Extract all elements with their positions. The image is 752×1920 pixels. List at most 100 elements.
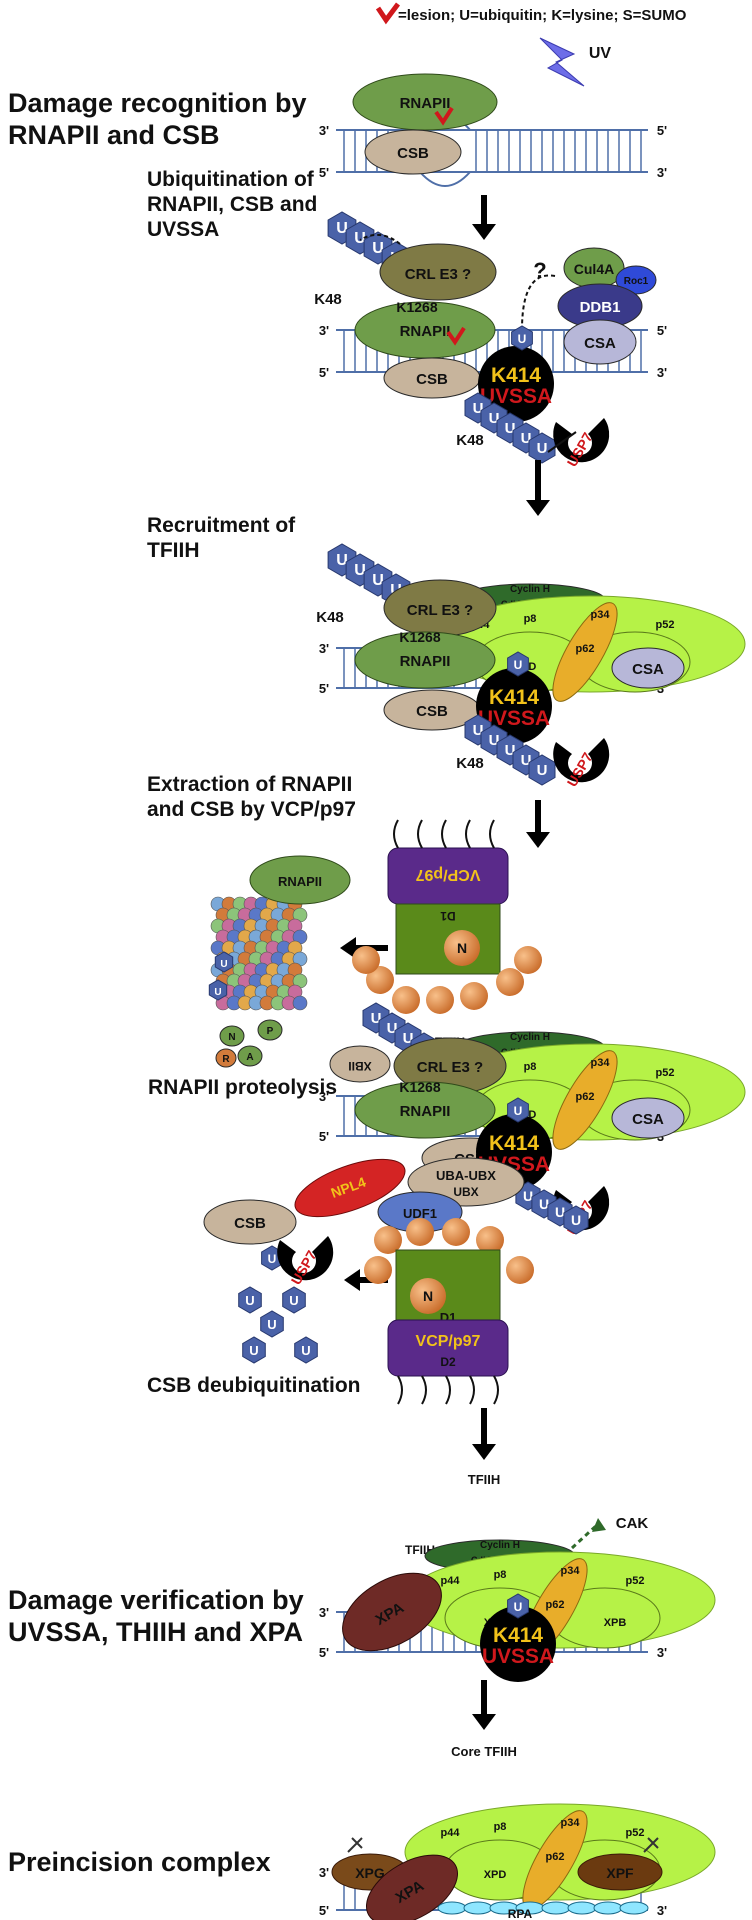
dna2-3prime-right: 3' [657, 365, 667, 380]
k48-3-label: K48 [316, 609, 344, 626]
vcp-top-tail [441, 819, 447, 849]
ubiquitin-label: U [571, 1212, 581, 1228]
dna2-5prime-right: 5' [657, 323, 667, 338]
rnapii-4 [354, 1081, 496, 1139]
ubiquitin-label: U [505, 420, 516, 437]
rpa-subunit [541, 1901, 571, 1915]
csb-released-label: CSB [234, 1215, 266, 1232]
peptide-a-label: A [246, 1052, 253, 1063]
stage3-p8-label: p8 [524, 613, 537, 625]
ubiquitin-label: U [473, 400, 484, 417]
dna1-bubble-bottom [419, 171, 471, 187]
vcp-bottom-tail [397, 1375, 403, 1405]
cak-release-arrow-head [592, 1518, 606, 1532]
dna2-3prime-left: 3' [319, 323, 329, 338]
lesion-1-icon [434, 106, 454, 126]
xpa-7 [342, 1572, 442, 1652]
stage2-uvssa [478, 346, 554, 422]
vcp-bottom-label: VCP/p97 [416, 1333, 481, 1350]
arrow-2-head [526, 500, 550, 516]
ubiquitin-label: U [489, 732, 500, 749]
ubiquitin-label: U [245, 1293, 254, 1308]
uba-ubx-label: UBA-UBX [436, 1168, 496, 1183]
peptide-n-label: N [228, 1032, 235, 1043]
cak-label: CAK [616, 1515, 649, 1532]
dna7-5prime-left: 5' [319, 1645, 329, 1660]
stage8-xpd-label: XPD [484, 1869, 507, 1881]
ubiquitin-label: U [523, 1188, 533, 1204]
vcp-bottom-n-domain [410, 1278, 446, 1314]
vcp-bottom-tail [445, 1375, 451, 1405]
stage8-p52-label: p52 [626, 1827, 645, 1839]
rnapii-degraded [249, 855, 351, 905]
arrow-1-head [472, 224, 496, 240]
vcp-n-domain-ball [392, 986, 420, 1014]
ubiquitin-free-5 [260, 1310, 284, 1338]
arrow-3-head [526, 832, 550, 848]
stage3-p62 [552, 602, 618, 702]
rnapii-3 [354, 631, 496, 689]
stage7-p34-label: p34 [561, 1565, 581, 1577]
rpa-subunit [593, 1901, 623, 1915]
vcp-top-tail [417, 819, 423, 849]
dna3-5prime-left: 5' [319, 681, 329, 696]
vcp-n-domain-ball [496, 968, 524, 996]
csa-2-label: CSA [584, 335, 616, 352]
ubiquitin-label: U [372, 572, 384, 589]
stage4-k414: K414 [489, 1132, 539, 1155]
stage8-p62-label: p62 [546, 1851, 565, 1863]
vcp-n-domain-ball [366, 966, 394, 994]
ubiquitin-label: U [489, 410, 500, 427]
ubiquitin-label: U [268, 1252, 277, 1266]
arrow-to-deubiquitination-head [344, 1269, 360, 1291]
csa-4-label: CSA [632, 1111, 664, 1128]
legend-text: =lesion; U=ubiquitin; K=lysine; S=SUMO [398, 7, 687, 24]
vcp-bottom-tail [421, 1375, 427, 1405]
stage2-uvssa-label: UVSSA [480, 385, 552, 408]
stage3-usp7 [553, 738, 610, 783]
stage2-k414: K414 [491, 364, 541, 387]
stage4-p34-label: p34 [591, 1057, 611, 1069]
vcp-n-domain-ball [426, 986, 454, 1014]
stage4-title-line2: and CSB by VCP/p97 [147, 797, 356, 821]
ubiquitin-label: U [220, 959, 227, 970]
ubiquitin-label: U [249, 1343, 258, 1358]
ubiquitin-label: U [514, 1104, 523, 1118]
stage4-p62 [552, 1050, 618, 1150]
vcp-top-label: VCP/p97 [415, 866, 480, 883]
rnapii-1 [352, 73, 498, 131]
vcp-bottom-d2-label: D2 [440, 1355, 456, 1369]
ubiquitin-label: U [336, 552, 348, 569]
ubiquitin-label: U [289, 1293, 298, 1308]
vcp-n-domain-ball [460, 982, 488, 1010]
rnapii-1-label: RNAPII [400, 95, 451, 112]
stage1-title-line2: RNAPII and CSB [8, 119, 220, 150]
vcp-top-n-domain [444, 930, 480, 966]
xpg-label: XPG [355, 1865, 385, 1881]
ubiquitin-label: U [521, 752, 532, 769]
vcp-bottom-tail [469, 1375, 475, 1405]
vcp-top-n-label: N [457, 940, 467, 956]
stage7-xpb-label: XPB [604, 1617, 627, 1629]
dna2-5prime-left: 5' [319, 365, 329, 380]
dna7-3prime-left: 3' [319, 1605, 329, 1620]
k48-lower-label: K48 [456, 432, 484, 449]
legend: =lesion; U=ubiquitin; K=lysine; S=SUMO [375, 2, 687, 25]
k1268-2-label: K1268 [396, 299, 437, 315]
ubiquitin-label: U [505, 742, 516, 759]
csb-3-label: CSB [416, 703, 448, 720]
ubiquitin-label: U [514, 1600, 523, 1614]
ubiquitin-label: U [521, 430, 532, 447]
csb-released [203, 1199, 297, 1245]
ubiquitin-label: U [387, 1020, 398, 1037]
vcp-top-tail [465, 819, 471, 849]
stage1-title-line1: Damage recognition by [8, 88, 307, 118]
stage3-title: Recruitment of TFIIH [147, 514, 295, 564]
ubiquitin-label: U [354, 562, 366, 579]
ubiquitin-label: U [473, 722, 484, 739]
stage3-title-line2: TFIIH [147, 538, 200, 562]
rnapii-4-label: RNAPII [400, 1103, 451, 1120]
dna3-3prime-left: 3' [319, 641, 329, 656]
